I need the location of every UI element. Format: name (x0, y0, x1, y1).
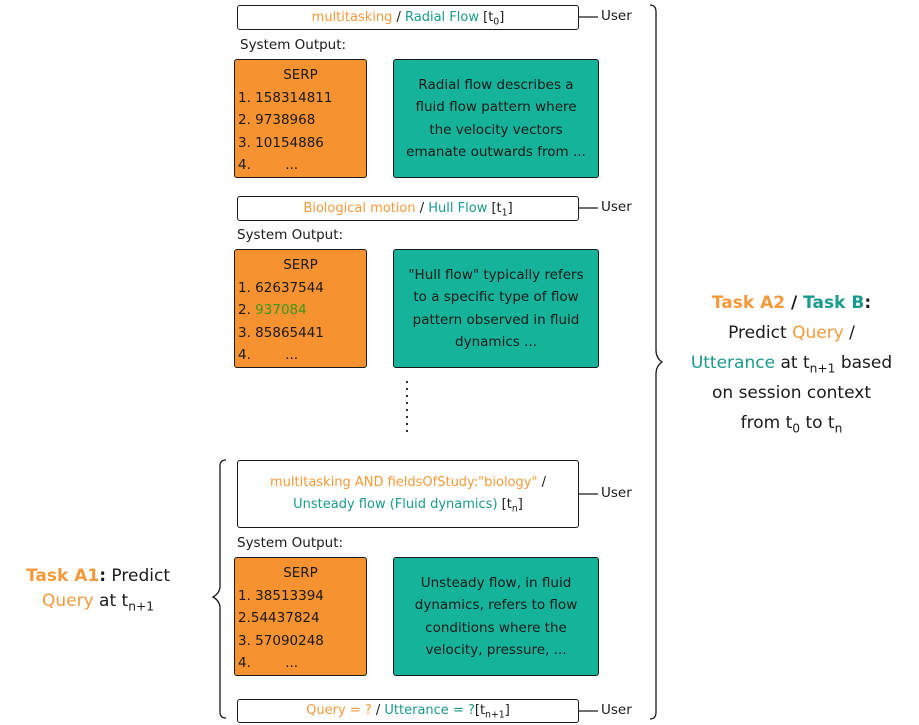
time-sub: n (834, 421, 843, 436)
serp-box: SERP 1. 158314811 2. 9738968 3. 10154886… (234, 59, 367, 178)
slash: / (785, 293, 804, 313)
task-a2-title: Task A2 (711, 293, 786, 313)
serp-item-clicked: 2. 937084 (238, 299, 366, 322)
serp-item: 4. ... (238, 347, 299, 363)
query-text: Biological motion (303, 200, 416, 216)
task-b-title: Task B (803, 293, 865, 313)
time-label: [t (483, 9, 494, 25)
utterance-text: Hull Flow (428, 200, 488, 216)
serp-item: 3. 10154886 (238, 134, 324, 151)
next-query: Query = ? (306, 703, 372, 718)
at-text: at t (93, 591, 129, 611)
query-word: Query (792, 323, 844, 343)
time-end: ] (507, 200, 513, 216)
ellipsis-dots (405, 380, 409, 433)
right-brace (649, 4, 664, 720)
query-text: multitasking (311, 9, 393, 25)
serp-item: 2. 9738968 (238, 112, 316, 128)
query-box-t1: Biological motion / Hull Flow [t1] (237, 196, 579, 221)
response-box: Unsteady flow, in fluid dynamics, refers… (393, 557, 599, 676)
from-text: from t (740, 413, 793, 433)
serp-item: 1. 158314811 (238, 89, 333, 106)
time-sub: 0 (493, 16, 500, 28)
serp-item: 1. 62637544 (238, 279, 324, 296)
response-box: Radial flow describes a fluid flow patte… (393, 59, 599, 178)
serp-item: 2.54437824 (238, 610, 320, 626)
query-word: Query (41, 591, 94, 611)
serp-title: SERP (283, 257, 318, 273)
system-output-label: System Output: (237, 535, 344, 551)
user-label: User (601, 702, 632, 718)
task-a1-title: Task A1 (26, 566, 100, 586)
utterance-text: Radial Flow (405, 9, 479, 25)
context-text: on session context (712, 383, 871, 403)
serp-box: SERP 1. 62637544 2. 937084 3. 85865441 4… (234, 249, 367, 368)
serp-item: 3. 57090248 (238, 632, 324, 649)
separator: / (392, 9, 406, 25)
user-label: User (601, 199, 632, 215)
task-a2-b-label: Task A2 / Task B: Predict Query / Uttera… (664, 288, 919, 438)
separator: / (415, 200, 429, 216)
serp-title: SERP (283, 565, 318, 581)
query-text: multitasking AND fieldsOfStudy:"biology" (270, 475, 538, 490)
predict-text: Predict (106, 566, 170, 586)
next-utterance: Utterance = ? (384, 703, 475, 718)
time-sub: 1 (501, 207, 508, 219)
slash: / (843, 323, 855, 343)
system-output-label: System Output: (240, 37, 347, 53)
predict-text: Predict (728, 323, 793, 343)
time-sub: 0 (792, 421, 801, 436)
time-sub: n+1 (485, 709, 505, 721)
query-box-t0: multitasking / Radial Flow [t0] (237, 5, 579, 30)
user-label: User (601, 8, 632, 24)
time-sub: n+1 (809, 361, 836, 376)
user-label: User (601, 485, 632, 501)
serp-item: 4. ... (238, 655, 299, 671)
time-sub: n (511, 503, 518, 515)
query-box-tn: multitasking AND fieldsOfStudy:"biology"… (237, 460, 579, 528)
response-box: "Hull flow" typically refers to a specif… (393, 249, 599, 368)
colon: : (864, 293, 872, 313)
response-text: Unsteady flow, in fluid dynamics, refers… (414, 574, 578, 659)
task-a1-label: Task A1: Predict Query at tn+1 (0, 564, 196, 614)
time-sub: n+1 (128, 599, 155, 614)
clicked-doc-id: 937084 (255, 302, 307, 318)
based-text: based (835, 353, 893, 373)
utterance-text: Unsteady flow (Fluid dynamics) (293, 497, 498, 512)
left-brace (211, 459, 227, 719)
time-end: ] (504, 703, 510, 718)
serp-box: SERP 1. 38513394 2.54437824 3. 57090248 … (234, 557, 367, 676)
response-text: Radial flow describes a fluid flow patte… (406, 76, 586, 161)
serp-rank: 2. (238, 302, 256, 318)
response-text: "Hull flow" typically refers to a specif… (408, 266, 584, 351)
separator: / (371, 703, 385, 718)
colon: : (99, 566, 107, 586)
time-label: [t (491, 200, 502, 216)
serp-item: 4. ... (238, 157, 299, 173)
serp-item: 1. 38513394 (238, 587, 324, 604)
system-output-label: System Output: (237, 227, 344, 243)
serp-item: 3. 85865441 (238, 324, 324, 341)
time-label: [t (501, 497, 512, 512)
query-box-next: Query = ? / Utterance = ?[tn+1] (237, 699, 579, 723)
time-label: [t (474, 703, 486, 718)
separator: / (537, 475, 546, 490)
serp-title: SERP (283, 67, 318, 83)
utterance-word: Utterance (690, 353, 776, 373)
to-text: to t (800, 413, 835, 433)
time-end: ] (517, 497, 523, 512)
at-text: at t (775, 353, 810, 373)
time-end: ] (499, 9, 505, 25)
